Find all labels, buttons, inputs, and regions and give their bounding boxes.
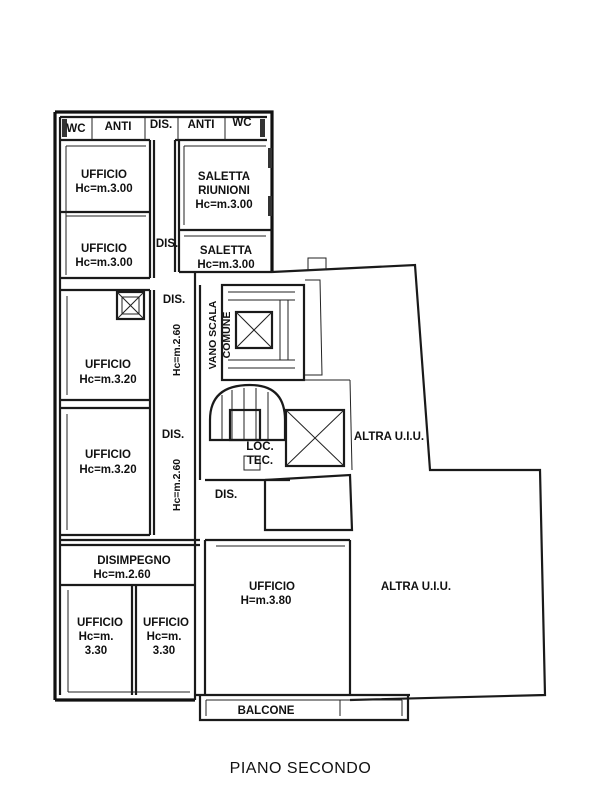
dis-2-label: DIS.: [156, 238, 178, 250]
dis-top-label: DIS.: [150, 119, 172, 131]
altra-uiu-1-label: ALTRA U.I.U.: [354, 431, 424, 443]
dis-5-label: DIS.: [215, 489, 237, 501]
lift-and-loc-tec: [205, 408, 346, 482]
middle-left-offices: [60, 288, 156, 537]
ufficio-6-height-1: Hc=m.: [147, 631, 182, 643]
ufficio-7-height: H=m.3.80: [241, 595, 292, 607]
anti-left-label: ANTI: [105, 121, 132, 133]
loc-tec-line-1: LOC.: [246, 441, 273, 453]
anti-right-label: ANTI: [188, 119, 215, 131]
stair-core: [208, 283, 306, 442]
neighbour-units: [263, 257, 547, 702]
corridor-height-1: Hc=m.2.60: [171, 324, 183, 376]
wc-left-label: WC: [66, 123, 85, 135]
ufficio-6-height-2: 3.30: [153, 645, 175, 657]
ufficio-5-name: UFFICIO: [77, 617, 123, 629]
saletta-riunioni-name-2: RIUNIONI: [198, 185, 250, 197]
ufficio-1-name: UFFICIO: [81, 169, 127, 181]
drawing-title: PIANO SECONDO: [229, 760, 372, 777]
ufficio-1-height: Hc=m.3.00: [75, 183, 132, 195]
ufficio-4-name: UFFICIO: [85, 449, 131, 461]
saletta-riunioni-name-1: SALETTA: [198, 171, 250, 183]
saletta-height: Hc=m.3.00: [197, 259, 254, 271]
ufficio-3-height: Hc=m.3.20: [79, 374, 136, 386]
ufficio-7-name: UFFICIO: [249, 581, 295, 593]
ufficio-5-height-1: Hc=m.: [79, 631, 114, 643]
lower-left-block: [60, 538, 200, 700]
loc-tec-line-2: TEC.: [247, 455, 273, 467]
ufficio-5-height-2: 3.30: [85, 645, 107, 657]
top-service-row: [60, 117, 267, 142]
saletta-riunioni-height: Hc=m.3.00: [195, 199, 252, 211]
corridor: [193, 272, 202, 540]
vano-scala-line-1: VANO SCALA: [207, 300, 219, 369]
ufficio-4-height: Hc=m.3.20: [79, 464, 136, 476]
outer-walls: [53, 110, 274, 702]
disimpegno-height: Hc=m.2.60: [93, 569, 150, 581]
disimpegno-name: DISIMPEGNO: [97, 555, 171, 567]
wc-right-label: WC: [232, 117, 251, 129]
ufficio-2-height: Hc=m.3.00: [75, 257, 132, 269]
dis-4-label: DIS.: [162, 429, 184, 441]
upper-left-offices: [60, 140, 156, 280]
altra-uiu-2-label: ALTRA U.I.U.: [381, 581, 451, 593]
dis-3-label: DIS.: [163, 294, 185, 306]
balcone-label: BALCONE: [238, 705, 295, 717]
saletta-name: SALETTA: [200, 245, 252, 257]
ufficio-6-name: UFFICIO: [143, 617, 189, 629]
ufficio-2-name: UFFICIO: [81, 243, 127, 255]
large-office-and-balcony: [195, 538, 410, 722]
ufficio-3-name: UFFICIO: [85, 359, 131, 371]
corridor-height-2: Hc=m.2.60: [171, 459, 183, 511]
vano-scala-line-2: COMUNE: [221, 312, 233, 359]
